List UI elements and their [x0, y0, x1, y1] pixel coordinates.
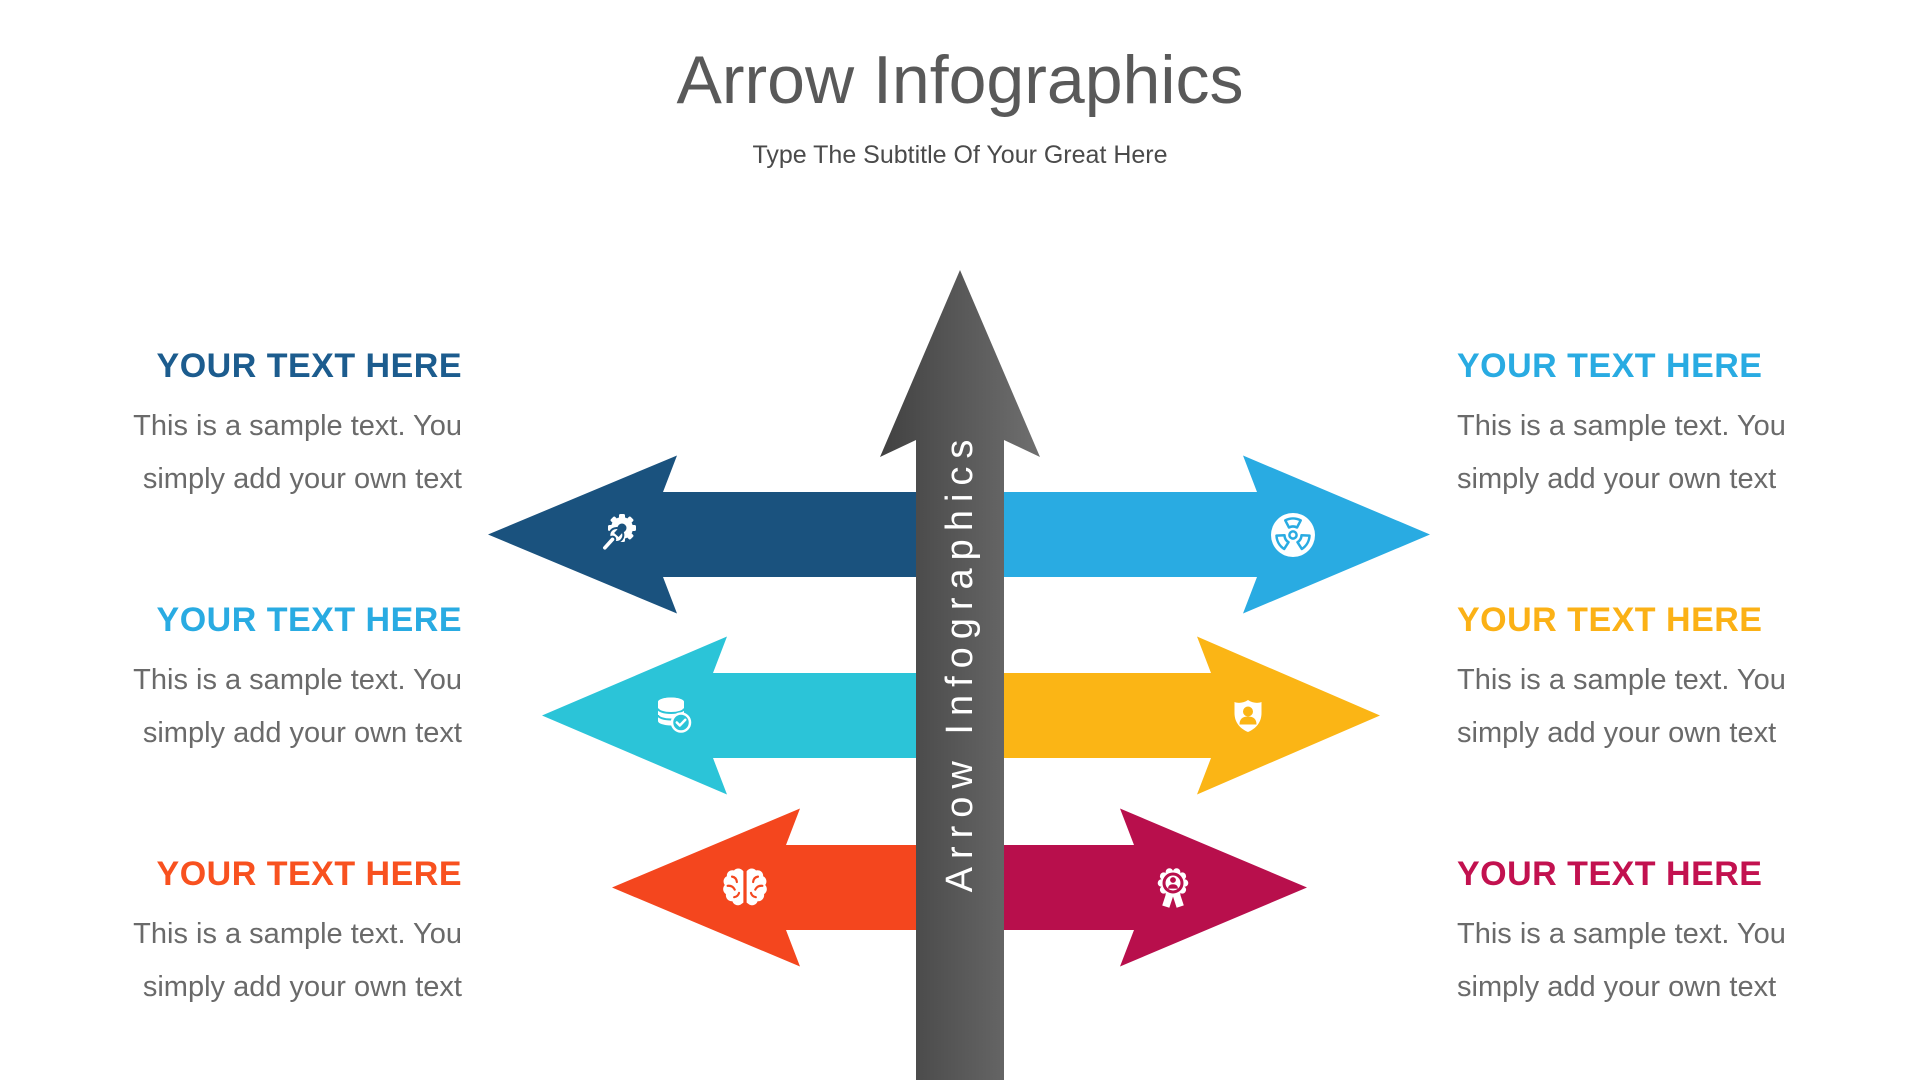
item-heading: YOUR TEXT HERE: [156, 347, 462, 385]
item-heading: YOUR TEXT HERE: [1457, 347, 1763, 385]
arrow-top-right: [960, 455, 1430, 614]
page-title: Arrow Infographics: [676, 42, 1244, 118]
shield-user-icon: [1234, 700, 1262, 732]
item-heading: YOUR TEXT HERE: [156, 855, 462, 893]
item-body-line: This is a sample text. You: [1457, 918, 1786, 950]
text-block-middle-left: YOUR TEXT HERE This is a sample text. Yo…: [117, 600, 462, 760]
brain-icon: [723, 867, 768, 907]
item-heading: YOUR TEXT HERE: [1457, 855, 1763, 893]
item-body-line: This is a sample text. You: [133, 664, 462, 696]
item-body-line: This is a sample text. You: [133, 410, 462, 442]
item-heading: YOUR TEXT HERE: [156, 601, 462, 639]
arrow-bottom-right: [960, 808, 1307, 967]
arrow-middle-left: [542, 636, 960, 795]
award-user-icon: [1157, 868, 1189, 908]
item-body-line: This is a sample text. You: [133, 918, 462, 950]
radiation-icon: [1271, 513, 1315, 557]
item-body-line: This is a sample text. You: [1457, 664, 1786, 696]
item-body-line: simply add your own text: [1457, 971, 1777, 1003]
arrow-bottom-left: [612, 808, 960, 967]
item-body-line: simply add your own text: [1457, 717, 1777, 749]
arrow-top-left: [488, 455, 960, 614]
wrench-gear-icon: [601, 514, 636, 552]
item-heading: YOUR TEXT HERE: [1457, 601, 1763, 639]
text-block-bottom-left: YOUR TEXT HERE This is a sample text. Yo…: [117, 854, 462, 1014]
page-subtitle: Type The Subtitle Of Your Great Here: [752, 141, 1168, 169]
item-body-line: simply add your own text: [142, 717, 462, 749]
text-block-bottom-right: YOUR TEXT HERE This is a sample text. Yo…: [1457, 854, 1802, 1014]
text-block-middle-right: YOUR TEXT HERE This is a sample text. Yo…: [1457, 600, 1802, 760]
item-body-line: This is a sample text. You: [1457, 410, 1786, 442]
center-arrow-label: Arrow Infographics: [939, 431, 981, 893]
item-body-line: simply add your own text: [142, 463, 462, 495]
item-body-line: simply add your own text: [142, 971, 462, 1003]
arrow-middle-right: [960, 636, 1380, 795]
item-body-line: simply add your own text: [1457, 463, 1777, 495]
text-block-top-right: YOUR TEXT HERE This is a sample text. Yo…: [1457, 346, 1802, 506]
text-block-top-left: YOUR TEXT HERE This is a sample text. Yo…: [117, 346, 462, 506]
database-check-icon: [657, 697, 692, 733]
